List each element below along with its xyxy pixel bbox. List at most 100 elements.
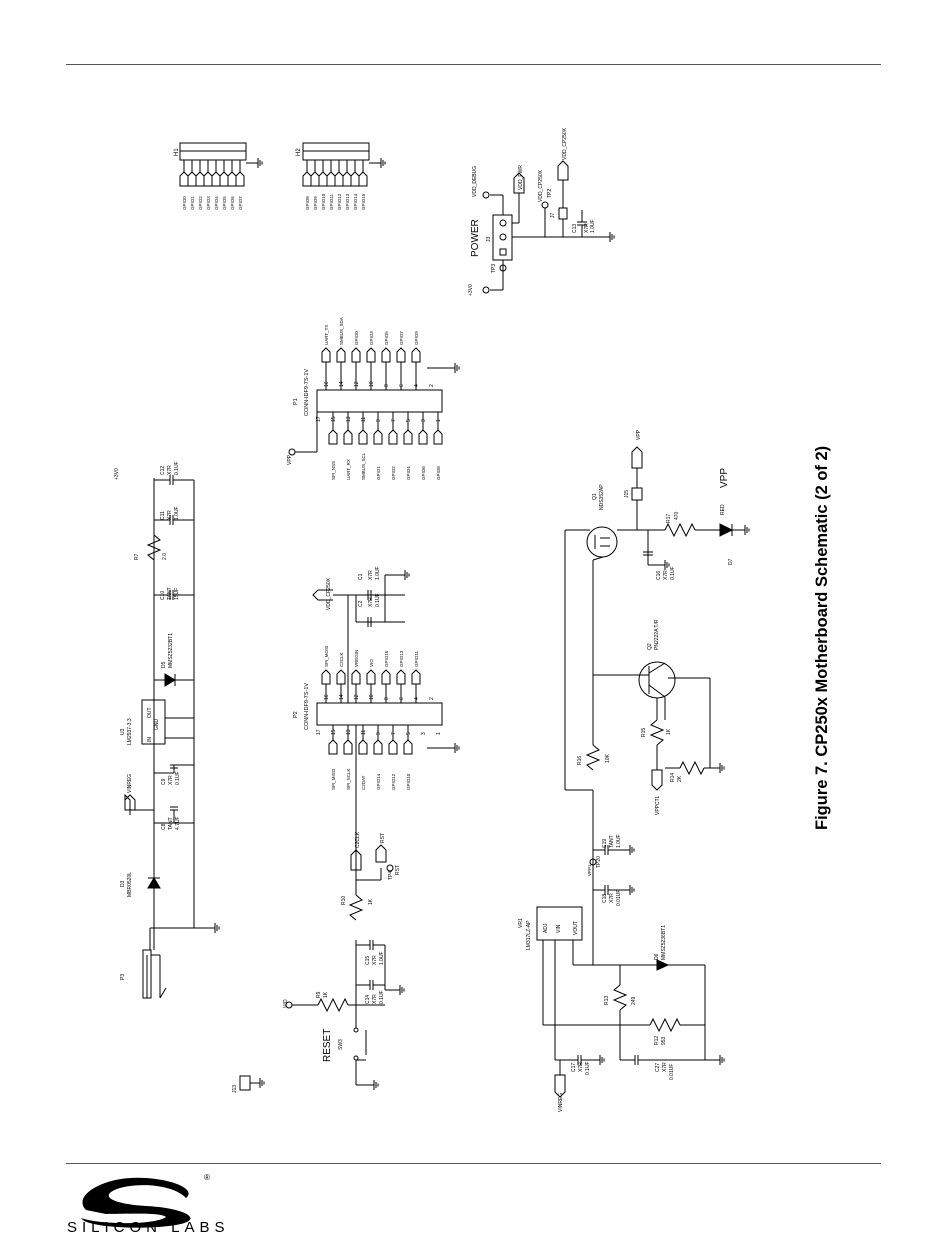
c10-ref: C10 bbox=[160, 591, 166, 600]
c15-type: X7R bbox=[372, 955, 378, 965]
h1-pin-flag bbox=[235, 171, 245, 187]
c19-value: 1.0UF bbox=[616, 834, 622, 848]
c17-ref: C17 bbox=[571, 1063, 577, 1072]
h2-signal-label: GPIO13 bbox=[345, 193, 350, 210]
p1-vpp: VPP bbox=[287, 454, 293, 465]
r17-ref: R17 bbox=[666, 514, 672, 523]
h1-signal-label: GPIO7 bbox=[238, 196, 243, 210]
p1-top-pin: 6 bbox=[399, 384, 405, 387]
c14-value: 0.1UF bbox=[379, 990, 385, 1004]
vdd-cp250x-a-label: VDD_CP250X bbox=[538, 169, 544, 202]
u3-out: OUT bbox=[147, 707, 153, 718]
p2-top-pin: 6 bbox=[399, 697, 405, 700]
d3-part: MBR0520L bbox=[127, 872, 133, 897]
u3-gnd: GND bbox=[154, 719, 160, 731]
reset-title: RESET bbox=[322, 1029, 333, 1062]
c13-ref: C13 bbox=[572, 224, 578, 233]
vpp-big-label: VPP bbox=[719, 468, 730, 488]
rst-label: RST bbox=[380, 833, 386, 843]
c14-ref: C14 bbox=[365, 995, 371, 1004]
vpp-label: VPP bbox=[636, 429, 642, 440]
p2-bottom-label: GPIO10 bbox=[406, 773, 411, 790]
rst2-label: RST bbox=[395, 865, 401, 875]
h2-signal-label: GPIO9 bbox=[313, 196, 318, 210]
r12-ref: R12 bbox=[654, 1036, 660, 1045]
j15-label: J15 bbox=[624, 490, 630, 498]
p1-top-pin: 10 bbox=[369, 381, 375, 387]
p2-bottom-pin: 5 bbox=[406, 732, 412, 735]
c19-ref: C19 bbox=[602, 839, 608, 848]
c27-value: 0.01UF bbox=[669, 1064, 675, 1080]
power-title: POWER bbox=[470, 219, 481, 257]
c18-value: 0.01UF bbox=[616, 890, 622, 906]
h2-signal-label: GPIO8 bbox=[305, 196, 310, 210]
vr1-adj: ADJ bbox=[543, 923, 549, 933]
c27-type: X7R bbox=[662, 1062, 668, 1072]
p1-ref: P1 bbox=[293, 398, 299, 405]
p2-top-flag bbox=[411, 669, 421, 685]
c16-ref: C16 bbox=[656, 571, 662, 580]
tp3-label: TP3 bbox=[491, 264, 497, 273]
p3-ref: P3 bbox=[120, 974, 126, 980]
h2-pin-flag bbox=[302, 171, 312, 187]
p1-top-label: SMBUS_SDA bbox=[339, 317, 344, 345]
p2-bottom-pin: 7 bbox=[391, 732, 397, 735]
p1-bottom-label: GPIO4 bbox=[406, 466, 411, 480]
vinreg-label: VINREG bbox=[127, 774, 133, 793]
r7-ref: R7 bbox=[134, 553, 140, 560]
p2-bottom-flag bbox=[358, 739, 368, 755]
d3-ref: D3 bbox=[120, 880, 126, 887]
vr1-part: LM317LZ-AP bbox=[526, 920, 532, 950]
p2-bottom-flag bbox=[388, 739, 398, 755]
reg-out-label: +3V0 bbox=[114, 468, 120, 480]
p1-bottom-label: GPIO6 bbox=[421, 466, 426, 480]
p2-bottom-flag bbox=[373, 739, 383, 755]
c13-type: X7R bbox=[584, 223, 590, 233]
d5-part: MMSZ5232BT1 bbox=[168, 633, 174, 668]
p1-bottom-flag bbox=[358, 429, 368, 445]
tp4-label: TP4 bbox=[388, 871, 394, 880]
c8-type: TANT bbox=[168, 817, 174, 830]
c12-type: X7R bbox=[167, 465, 173, 475]
c11-value: 1.0UF bbox=[174, 506, 180, 520]
p2-top-flag bbox=[351, 669, 361, 685]
v3v0-label: +3V0 bbox=[468, 284, 474, 296]
h2-pin-flag bbox=[310, 171, 320, 187]
r9-ref: R9 bbox=[316, 991, 322, 998]
vpp1-label: VPP1 bbox=[587, 864, 592, 876]
p1-bottom-label: GPIO8 bbox=[436, 466, 441, 480]
c1-ref: C1 bbox=[358, 573, 364, 580]
h2-signal-label: GPIO11 bbox=[329, 194, 334, 210]
p2-bottom-label: C2DAT bbox=[361, 775, 366, 790]
c15-value: 1.0UF bbox=[379, 951, 385, 965]
r15-ref: R15 bbox=[641, 728, 647, 737]
tp2-label: TP2 bbox=[547, 189, 553, 198]
c17-type: X7R bbox=[578, 1062, 584, 1072]
p1-top-flag bbox=[366, 347, 376, 363]
d5-ref: D5 bbox=[161, 661, 167, 668]
c1-type: X7R bbox=[368, 570, 374, 580]
regulator-section: P3 D3 MBR0520L VINREG C8 TANT 4.7UF C9 X… bbox=[114, 461, 220, 999]
p2-top-pin: 4 bbox=[414, 697, 420, 700]
r9-value: 1K bbox=[323, 991, 329, 998]
h1-pin-flag bbox=[179, 171, 189, 187]
p1-bottom-pin: 15 bbox=[331, 416, 337, 422]
vr1-ref: VR1 bbox=[518, 918, 524, 928]
p2-bottom-pin: 1 bbox=[436, 732, 442, 735]
logo-swoosh-icon bbox=[81, 1177, 191, 1228]
h2-pin-flag bbox=[318, 171, 328, 187]
p2-top-pin: 10 bbox=[369, 694, 375, 700]
c9-value: 0.1UF bbox=[175, 771, 181, 785]
h2-pin-flag bbox=[334, 171, 344, 187]
c10-value: 15UF bbox=[174, 588, 180, 600]
p2-bottom-label: GPIO12 bbox=[391, 773, 396, 790]
c2-ref: C2 bbox=[358, 600, 364, 607]
logo-text: SILICON LABS bbox=[67, 1219, 230, 1236]
p1-top-pin: 16 bbox=[324, 381, 330, 387]
p2-top-label: C2CLK bbox=[339, 652, 344, 667]
p1-top-pin: 4 bbox=[414, 384, 420, 387]
p1-bottom-label: SPI_NSS bbox=[331, 461, 336, 480]
